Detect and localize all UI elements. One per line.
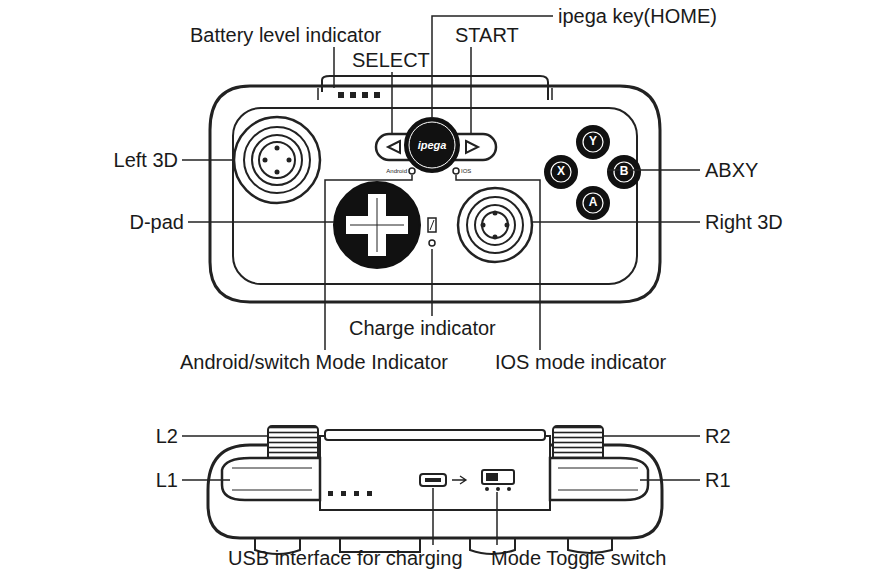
callout-label: L1 — [156, 469, 178, 491]
logo-text: ipega — [418, 139, 447, 151]
callout-label: R1 — [705, 469, 731, 491]
button-letter: A — [589, 196, 598, 209]
button-letter: X — [557, 165, 565, 178]
callout-label: R2 — [705, 425, 731, 447]
callout-label: Charge indicator — [349, 317, 496, 339]
callout-label: Android/switch Mode Indicator — [180, 351, 448, 373]
button-letter: B — [620, 165, 629, 178]
callout-label: IOS mode indicator — [495, 351, 666, 373]
callout-label: START — [455, 24, 519, 46]
callout-label: Left 3D — [114, 149, 178, 171]
callout-label: ipega key(HOME) — [558, 5, 717, 27]
callout-label: USB interface for charging — [228, 547, 463, 569]
callout-label: Right 3D — [705, 211, 783, 233]
callout-label: SELECT — [352, 49, 430, 71]
callout-label: ABXY — [705, 159, 758, 181]
indicator-text: IOS — [461, 168, 471, 175]
indicator-text: Android — [386, 168, 407, 175]
callout-label: D-pad — [130, 211, 184, 233]
callout-label: L2 — [156, 425, 178, 447]
button-letter: Y — [589, 135, 597, 148]
callout-label: Battery level indicator — [190, 24, 381, 46]
callout-label: Mode Toggle switch — [491, 547, 666, 569]
